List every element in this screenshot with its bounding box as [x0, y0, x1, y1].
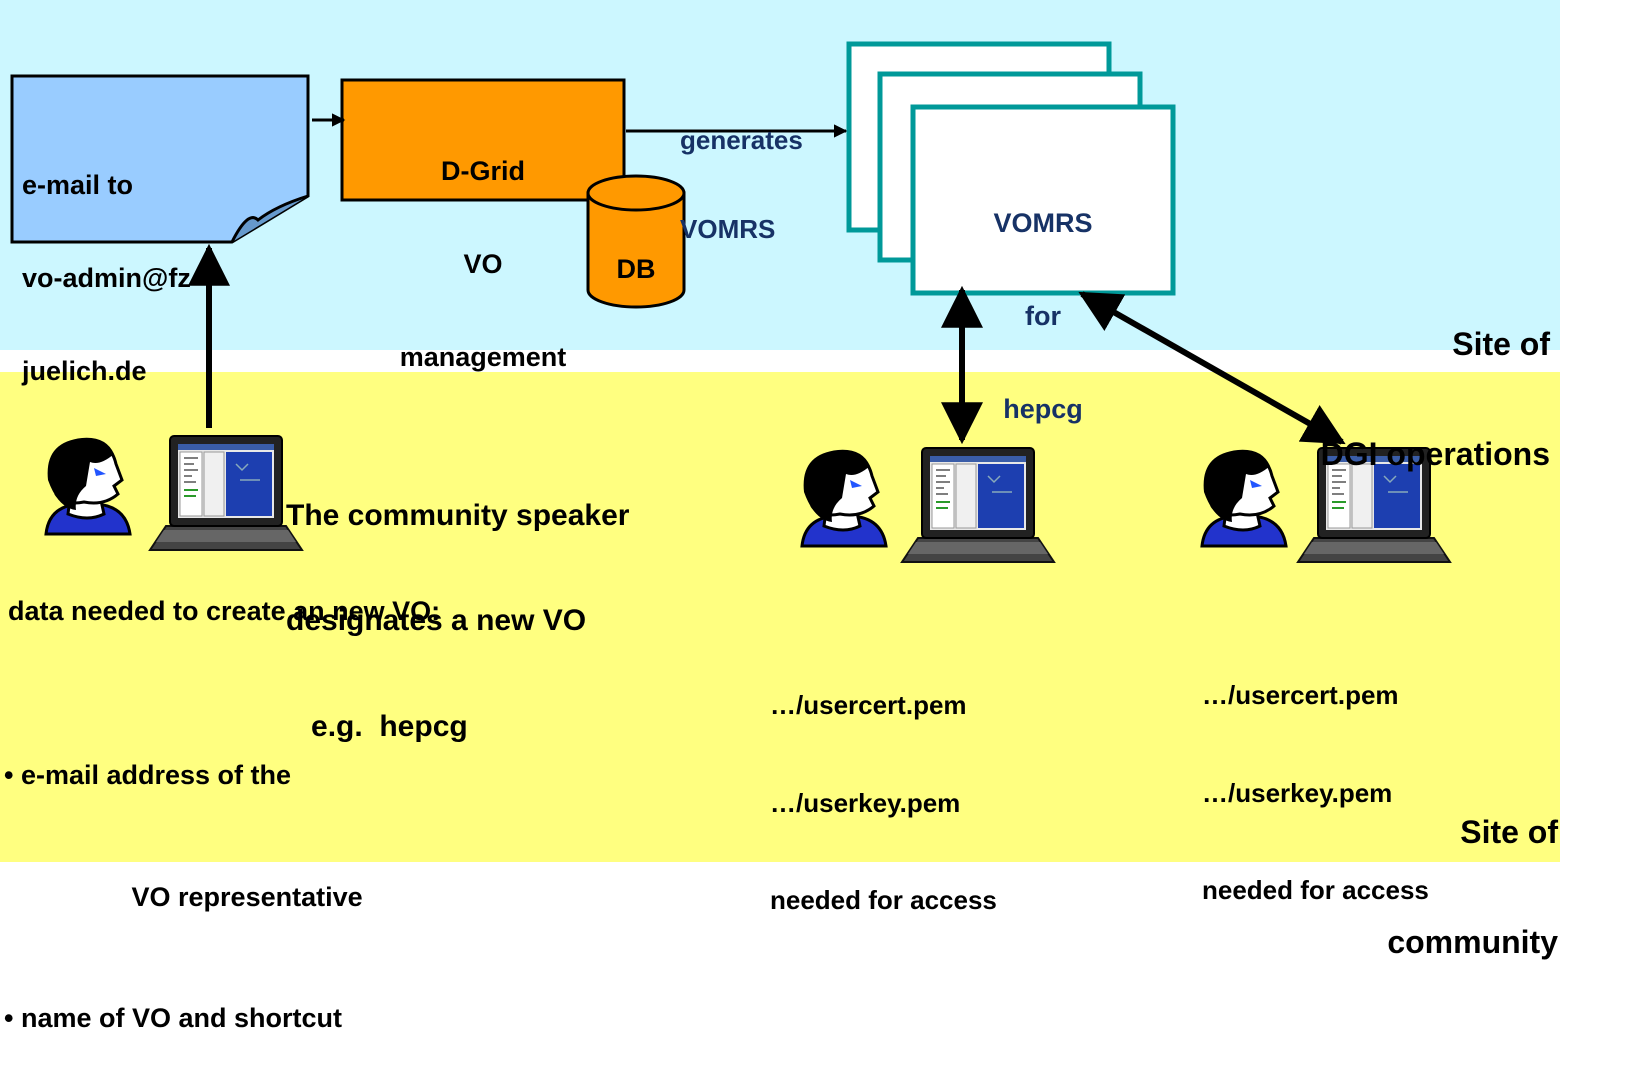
user2-vomrs-arrow — [1078, 291, 1346, 445]
site-dgi-line-1: Site of — [1452, 325, 1550, 362]
speaker-line-1: The community speaker — [286, 499, 630, 533]
generates-line-1: generates — [680, 124, 803, 155]
speaker-text: The community speaker designates a new V… — [286, 428, 629, 779]
document-fold-icon — [230, 194, 309, 243]
user2-key: …/userkey.pem — [1202, 777, 1393, 808]
site-community-label: Site of community — [1250, 740, 1558, 998]
email-line-3: juelich.de — [22, 356, 147, 387]
vo-mgmt-line-2: VO — [463, 249, 503, 280]
site-community-line-1: Site of — [1460, 813, 1558, 850]
db-label: DB — [616, 254, 656, 284]
data-needed-bullet-2: VO representative — [4, 881, 363, 912]
email-line-1: e-mail to — [22, 170, 134, 201]
site-dgi-line-2: DGI operations — [1320, 435, 1550, 472]
site-community-line-2: community — [1387, 923, 1558, 960]
user1-files: …/usercert.pem …/userkey.pem needed for … — [770, 624, 997, 949]
data-needed-bullet-1: • e-mail address of the — [4, 760, 292, 790]
vomrs-line-1: VOMRS — [993, 208, 1093, 239]
vomrs-line-2: for — [1025, 301, 1061, 332]
user1-key: …/userkey.pem — [770, 787, 961, 818]
person-icon — [800, 448, 888, 548]
user1-note: needed for access — [770, 885, 997, 915]
database-icon — [586, 174, 686, 309]
email-line-2: vo-admin@fz- — [22, 263, 200, 294]
email-label: e-mail to vo-admin@fz- juelich.de — [22, 108, 200, 418]
vomrs-frame-front — [910, 104, 1176, 296]
laptop-icon — [901, 447, 1055, 563]
vomrs-label: VOMRS for hepcg — [913, 146, 1173, 456]
speaker-line-3: e.g. hepcg — [286, 709, 468, 743]
vo-management-label: D-Grid VO management — [342, 94, 624, 404]
vo-mgmt-line-1: D-Grid — [441, 156, 525, 187]
user1-cert: …/usercert.pem — [770, 690, 967, 720]
site-dgi-label: Site of DGI operations — [1200, 252, 1550, 510]
speaker-line-2: designates a new VO — [286, 604, 587, 638]
vomrs-line-3: hepcg — [1003, 394, 1083, 425]
vo-mgmt-line-3: management — [399, 342, 567, 373]
laptop-icon — [149, 435, 303, 551]
person-icon — [44, 436, 132, 536]
data-needed-list: • e-mail address of the VO representativ… — [4, 674, 363, 1079]
generates-line-2: VOMRS — [680, 214, 776, 245]
user2-cert: …/usercert.pem — [1202, 680, 1399, 710]
vo-management-box — [340, 78, 626, 202]
generates-label: generates VOMRS — [680, 66, 803, 275]
data-needed-bullet-3: • name of VO and shortcut — [4, 1003, 342, 1033]
data-needed-heading: data needed to create an new VO: — [8, 596, 441, 626]
